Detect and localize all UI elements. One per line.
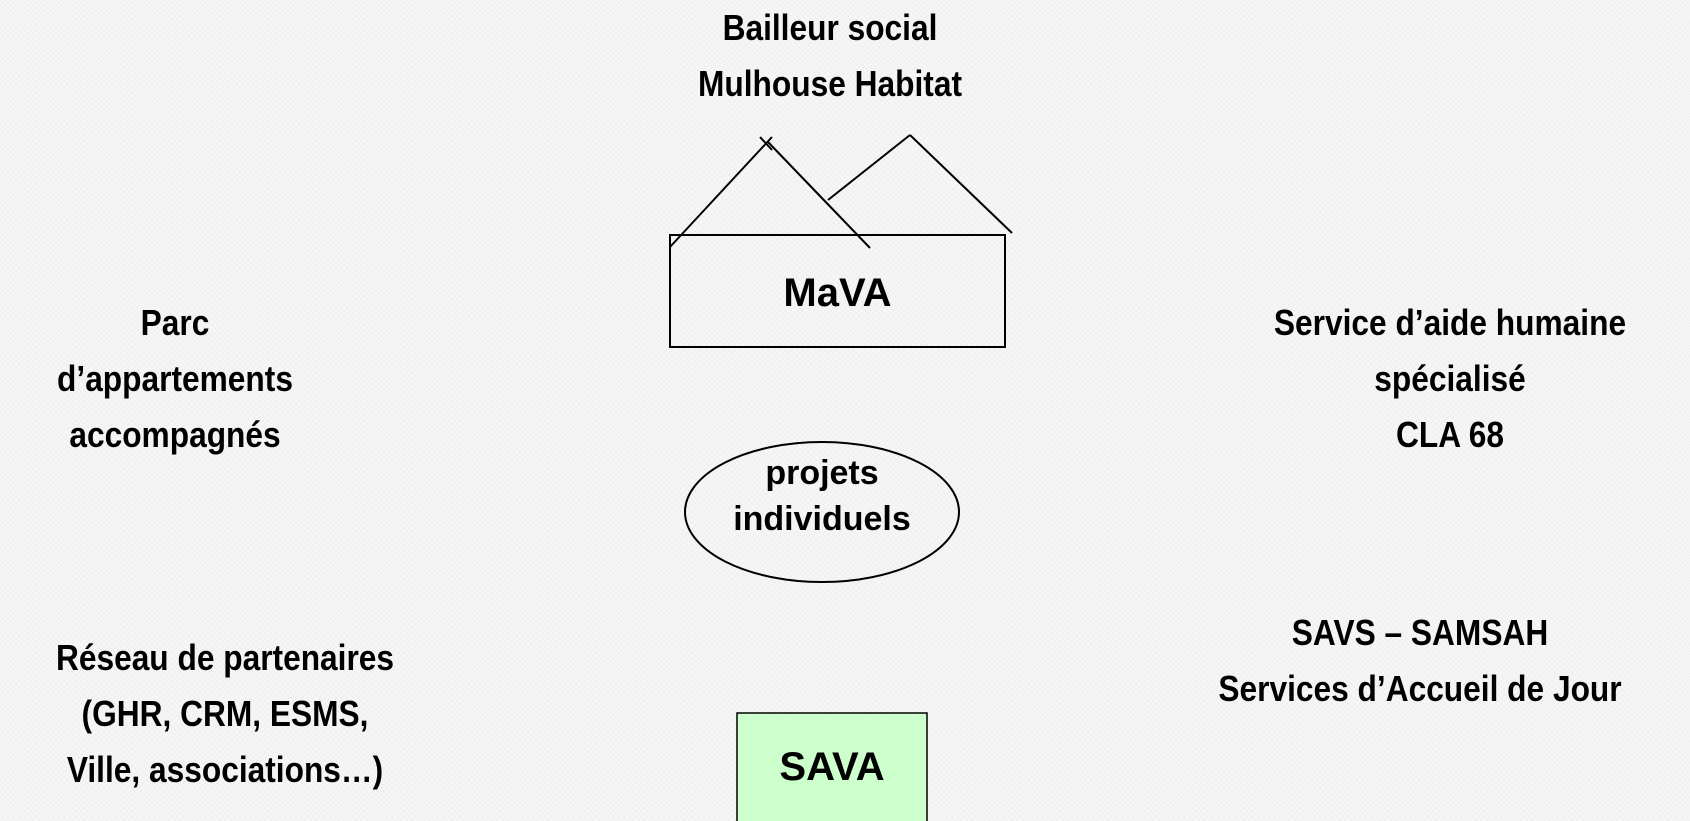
savs-label: SAVS – SAMSAH Services d’Accueil de Jour	[1182, 605, 1657, 717]
roof-middle-slope	[767, 141, 871, 249]
service-line3: CLA 68	[1396, 414, 1504, 455]
house-roof	[669, 134, 1013, 249]
savs-line2: Services d’Accueil de Jour	[1218, 668, 1622, 709]
partners-line1: Réseau de partenaires	[55, 637, 395, 678]
projects-line2: individuels	[733, 500, 911, 538]
savs-line1: SAVS – SAMSAH	[1291, 612, 1549, 653]
park-line2: d’appartements	[57, 358, 293, 399]
landlord-label: Bailleur social Mulhouse Habitat	[645, 0, 1015, 112]
roof-right-slope	[827, 134, 911, 201]
service-line1: Service d’aide humaine	[1273, 302, 1627, 343]
landlord-line1: Bailleur social	[722, 7, 938, 48]
sava-label: SAVA	[779, 745, 885, 789]
partners-line2: (GHR, CRM, ESMS,	[81, 693, 369, 734]
service-label: Service d’aide humaine spécialisé CLA 68	[1239, 295, 1661, 463]
roof-right-down	[909, 134, 1013, 234]
mava-label: MaVA	[783, 271, 892, 315]
projects-line1: projets	[765, 454, 879, 492]
park-label: Parc d’appartements accompagnés	[21, 295, 329, 463]
landlord-line2: Mulhouse Habitat	[697, 63, 962, 104]
roof-left-slope	[669, 136, 773, 248]
mava-box	[669, 234, 1006, 348]
partners-line3: Ville, associations…)	[66, 749, 384, 790]
projects-label: projets individuels	[700, 450, 944, 542]
projects-ellipse	[684, 441, 960, 583]
sava-box	[736, 712, 928, 821]
service-line2: spécialisé	[1374, 358, 1526, 399]
roof-left-ridge-tick	[759, 136, 773, 151]
partners-label: Réseau de partenaires (GHR, CRM, ESMS, V…	[27, 630, 423, 798]
park-line3: accompagnés	[69, 414, 281, 455]
park-line1: Parc	[140, 302, 210, 343]
